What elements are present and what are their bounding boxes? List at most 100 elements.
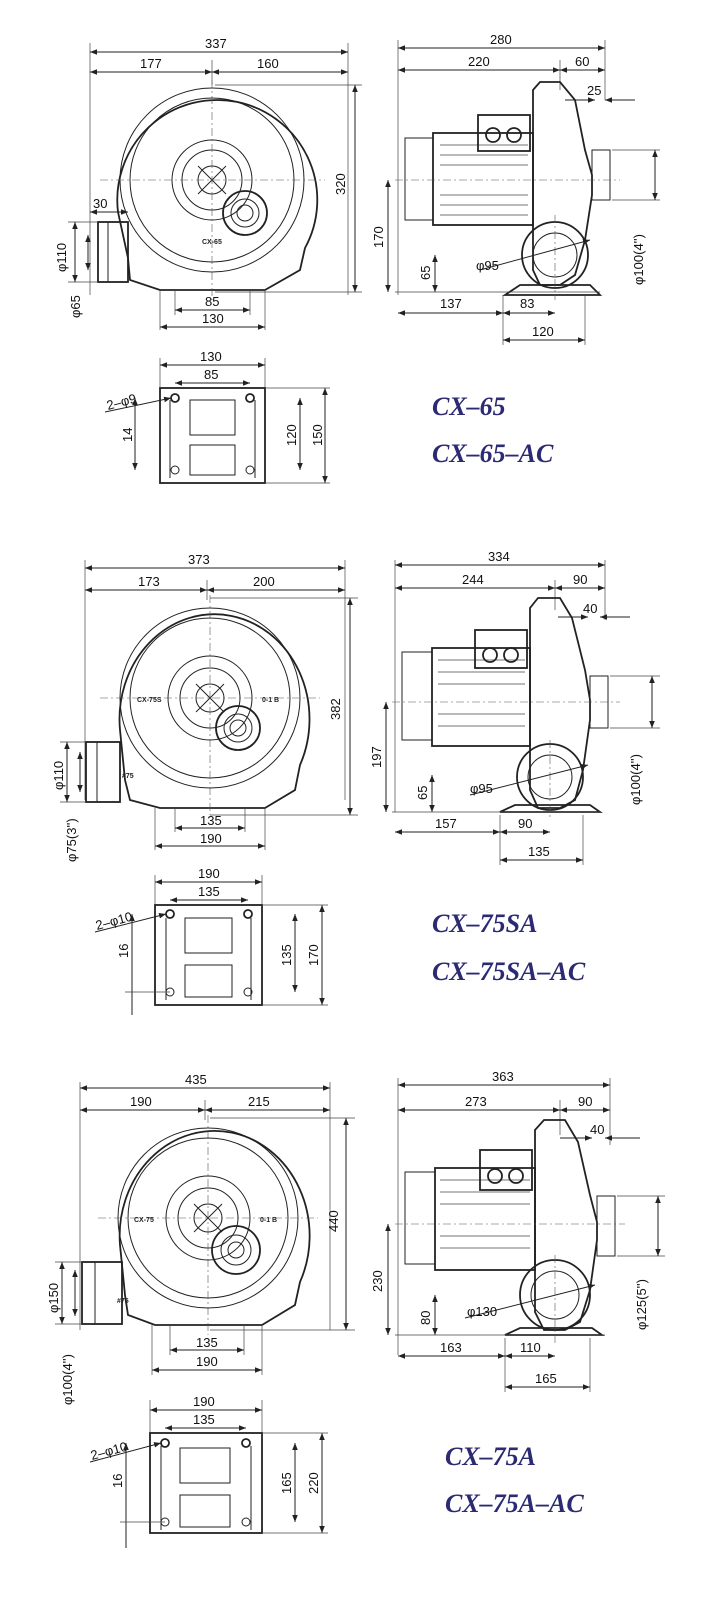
cx65-side-foot: 65 (418, 266, 433, 280)
cx75sa-base-hole-offset: 16 (116, 944, 131, 958)
cx65-side-base-mid: 83 (520, 296, 534, 311)
cx75a-front-view: 435 190 215 440 CX-75 0-1 B #75 (46, 1072, 355, 1405)
cx75sa-body-label2: 0-1 B (262, 697, 279, 704)
cx65-inlet-dia: φ65 (68, 295, 83, 318)
cx75sa-left-width: 173 (138, 574, 160, 589)
cx65-outlet-offset: 30 (93, 196, 107, 211)
cx65-side-motor: 220 (468, 54, 490, 69)
cx65-base-inner-top: 85 (204, 367, 218, 382)
cx65-left-width: 177 (140, 56, 162, 71)
cx75a-side-motor: 273 (465, 1094, 487, 1109)
cx75sa-side-base-left: 157 (435, 816, 457, 831)
cx75sa-body-label: CX-75S (137, 697, 162, 704)
cx75a-left-width: 190 (130, 1094, 152, 1109)
cx75sa-side-port: φ100(4'') (628, 754, 643, 805)
cx75a-side-view: 363 273 90 40 φ130 (370, 1069, 665, 1392)
cx75sa-model-name: CX–75SA (432, 909, 538, 938)
cx65-side-housing: 60 (575, 54, 589, 69)
cx75sa-base-holes: 2–φ10 (94, 909, 134, 933)
cx75sa-base-inner-top: 135 (198, 884, 220, 899)
cx65-side-flange: 25 (587, 83, 601, 98)
cx75sa-ac-model-name: CX–75SA–AC (432, 957, 586, 986)
cx75a-ac-model-name: CX–75A–AC (445, 1489, 584, 1518)
cx75sa-side-housing: 90 (573, 572, 587, 587)
cx75a-overall-width: 435 (185, 1072, 207, 1087)
model-cx75sa-drawings: 373 173 200 382 CX-75S 0-1 B #75 (51, 549, 660, 1015)
cx75a-side-housing: 90 (578, 1094, 592, 1109)
cx75sa-side-flange: 40 (583, 601, 597, 616)
cx75a-body-label2: 0-1 B (260, 1217, 277, 1224)
cx75a-base-depth-outer: 220 (306, 1472, 321, 1494)
cx75a-base-inner-top: 135 (193, 1412, 215, 1427)
cx65-base-depth-inner: 120 (284, 424, 299, 446)
cx75a-side-bore: φ130 (467, 1304, 497, 1319)
cx75a-model-name: CX–75A (445, 1442, 536, 1471)
cx75a-height: 440 (326, 1210, 341, 1232)
cx75sa-side-shaft: 197 (369, 746, 384, 768)
cx65-outlet-dia: φ110 (54, 243, 69, 272)
cx75a-side-overall: 363 (492, 1069, 514, 1084)
cx75sa-height: 382 (328, 698, 343, 720)
cx75a-base-outer: 190 (196, 1354, 218, 1369)
cx65-base-outer: 130 (202, 311, 224, 326)
cx75sa-base-depth-outer: 170 (306, 944, 321, 966)
cx75sa-overall-width: 373 (188, 552, 210, 567)
cx75sa-base-depth-inner: 135 (279, 944, 294, 966)
cx65-side-view: 280 220 60 25 (371, 32, 660, 345)
cx75sa-body-label3: #75 (122, 773, 134, 780)
cx75a-base-hole-offset: 16 (110, 1474, 125, 1488)
cx65-side-bore: φ95 (476, 258, 499, 273)
cx75sa-side-motor: 244 (462, 572, 484, 587)
cx75a-body-label: CX-75 (134, 1217, 154, 1224)
cx65-side-overall: 280 (490, 32, 512, 47)
cx75a-side-base-mid: 110 (520, 1340, 541, 1355)
cx65-base-inner: 85 (205, 294, 219, 309)
cx75a-base-outer-top: 190 (193, 1394, 215, 1409)
cx65-base-depth-outer: 150 (310, 424, 325, 446)
cx65-side-base-right: 120 (532, 324, 554, 339)
cx75a-side-flange: 40 (590, 1122, 604, 1137)
cx65-side-base-left: 137 (440, 296, 462, 311)
cx65-front-view: 337 177 160 320 CX-65 (54, 36, 362, 330)
cx75a-right-width: 215 (248, 1094, 270, 1109)
cx75a-base-holes: 2–φ10 (89, 1439, 129, 1463)
cx75a-side-shaft: 230 (370, 1270, 385, 1292)
cx65-base-outer-top: 130 (200, 349, 222, 364)
cx65-side-port: φ100(4'') (631, 234, 646, 285)
cx75sa-base-outer-top: 190 (198, 866, 220, 881)
cx75sa-side-view: 334 244 90 40 φ95 (369, 549, 660, 865)
cx75a-side-foot: 80 (418, 1311, 433, 1325)
cx75sa-base-inner: 135 (200, 813, 222, 828)
cx75a-inlet-dia: φ100(4'') (60, 1354, 75, 1405)
cx65-base-view: 130 85 2–φ9 14 120 150 (105, 349, 330, 484)
cx75sa-side-bore: φ95 (470, 781, 493, 796)
cx75sa-side-base-right: 135 (528, 844, 550, 859)
cx75sa-front-view: 373 173 200 382 CX-75S 0-1 B #75 (51, 552, 358, 862)
model-cx65-drawings: 337 177 160 320 CX-65 (54, 32, 660, 484)
cx65-overall-width: 337 (205, 36, 227, 51)
cx75a-outlet-dia: φ150 (46, 1283, 61, 1313)
cx75sa-right-width: 200 (253, 574, 275, 589)
cx65-ac-model-name: CX–65–AC (432, 439, 554, 468)
cx65-base-holes: 2–φ9 (105, 391, 138, 413)
cx75a-base-depth-inner: 165 (279, 1472, 294, 1494)
cx65-model-name: CX–65 (432, 392, 506, 421)
cx75a-side-port: φ125(5'') (634, 1279, 649, 1330)
cx75sa-side-foot: 65 (415, 786, 430, 800)
cx75a-base-inner: 135 (196, 1335, 218, 1350)
cx75sa-inlet-dia: φ75(3'') (64, 818, 79, 862)
cx75sa-side-base-mid: 90 (518, 816, 532, 831)
cx75a-side-base-left: 163 (440, 1340, 462, 1355)
cx65-height: 320 (333, 173, 348, 195)
cx65-base-hole-offset: 14 (120, 428, 135, 442)
cx75sa-outlet-dia: φ110 (51, 761, 66, 790)
cx65-body-label: CX-65 (202, 239, 222, 246)
model-cx75a-drawings: 435 190 215 440 CX-75 0-1 B #75 (46, 1069, 665, 1548)
cx65-side-shaft: 170 (371, 226, 386, 248)
cx75sa-base-outer: 190 (200, 831, 222, 846)
cx75sa-base-view: 190 135 2–φ10 16 135 170 (94, 866, 328, 1015)
cx75a-side-base-right: 165 (535, 1371, 557, 1386)
cx65-right-width: 160 (257, 56, 279, 71)
cx75sa-side-overall: 334 (488, 549, 510, 564)
